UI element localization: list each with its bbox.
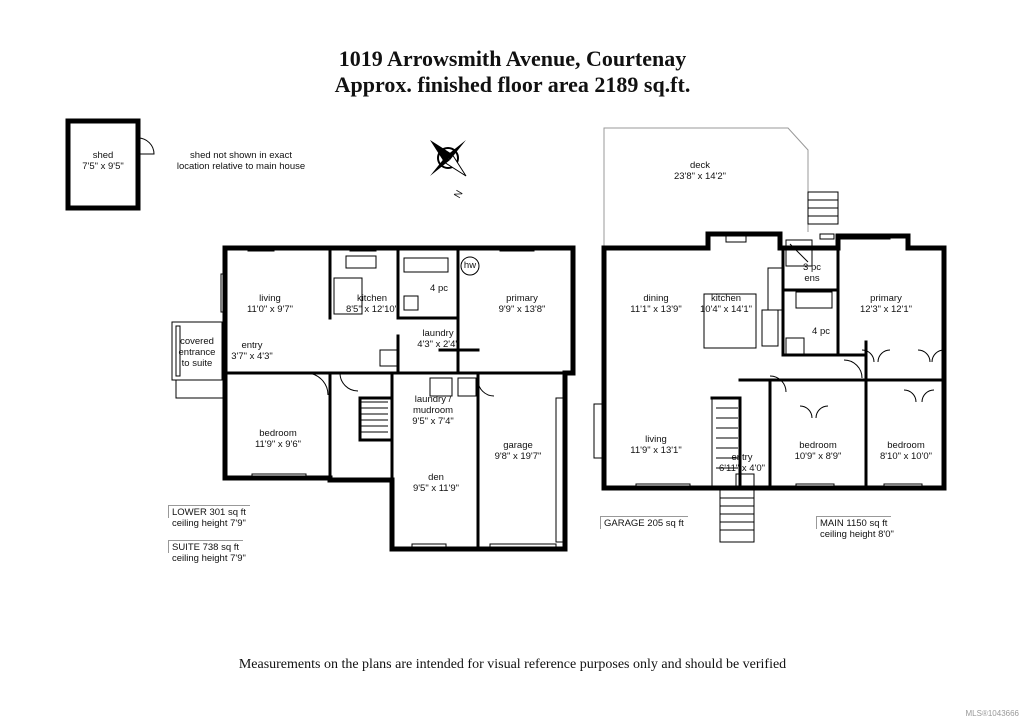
main-summary: MAIN 1150 sq ft ceiling height 8'0"	[816, 516, 894, 540]
address-title: 1019 Arrowsmith Avenue, Courtenay	[338, 46, 687, 71]
floor-area-title: Approx. finished floor area 2189 sq.ft.	[334, 72, 691, 97]
lower-summary: LOWER 301 sq ft ceiling height 7'9"	[168, 505, 250, 529]
mls-watermark: MLS®1043666	[965, 709, 1020, 718]
main-bath-label: 4 pc	[812, 326, 830, 337]
lower-bath-label: 4 pc	[430, 283, 448, 294]
shed-outline	[65, 118, 141, 211]
shed-door-swing	[137, 137, 155, 155]
compass-icon	[430, 140, 467, 177]
disclaimer-text: Measurements on the plans are intended f…	[238, 657, 787, 672]
hot-water-label: hw	[463, 260, 477, 271]
suite-summary: SUITE 738 sq ft ceiling height 7'9"	[168, 540, 246, 564]
garage-summary: GARAGE 205 sq ft	[600, 516, 688, 529]
